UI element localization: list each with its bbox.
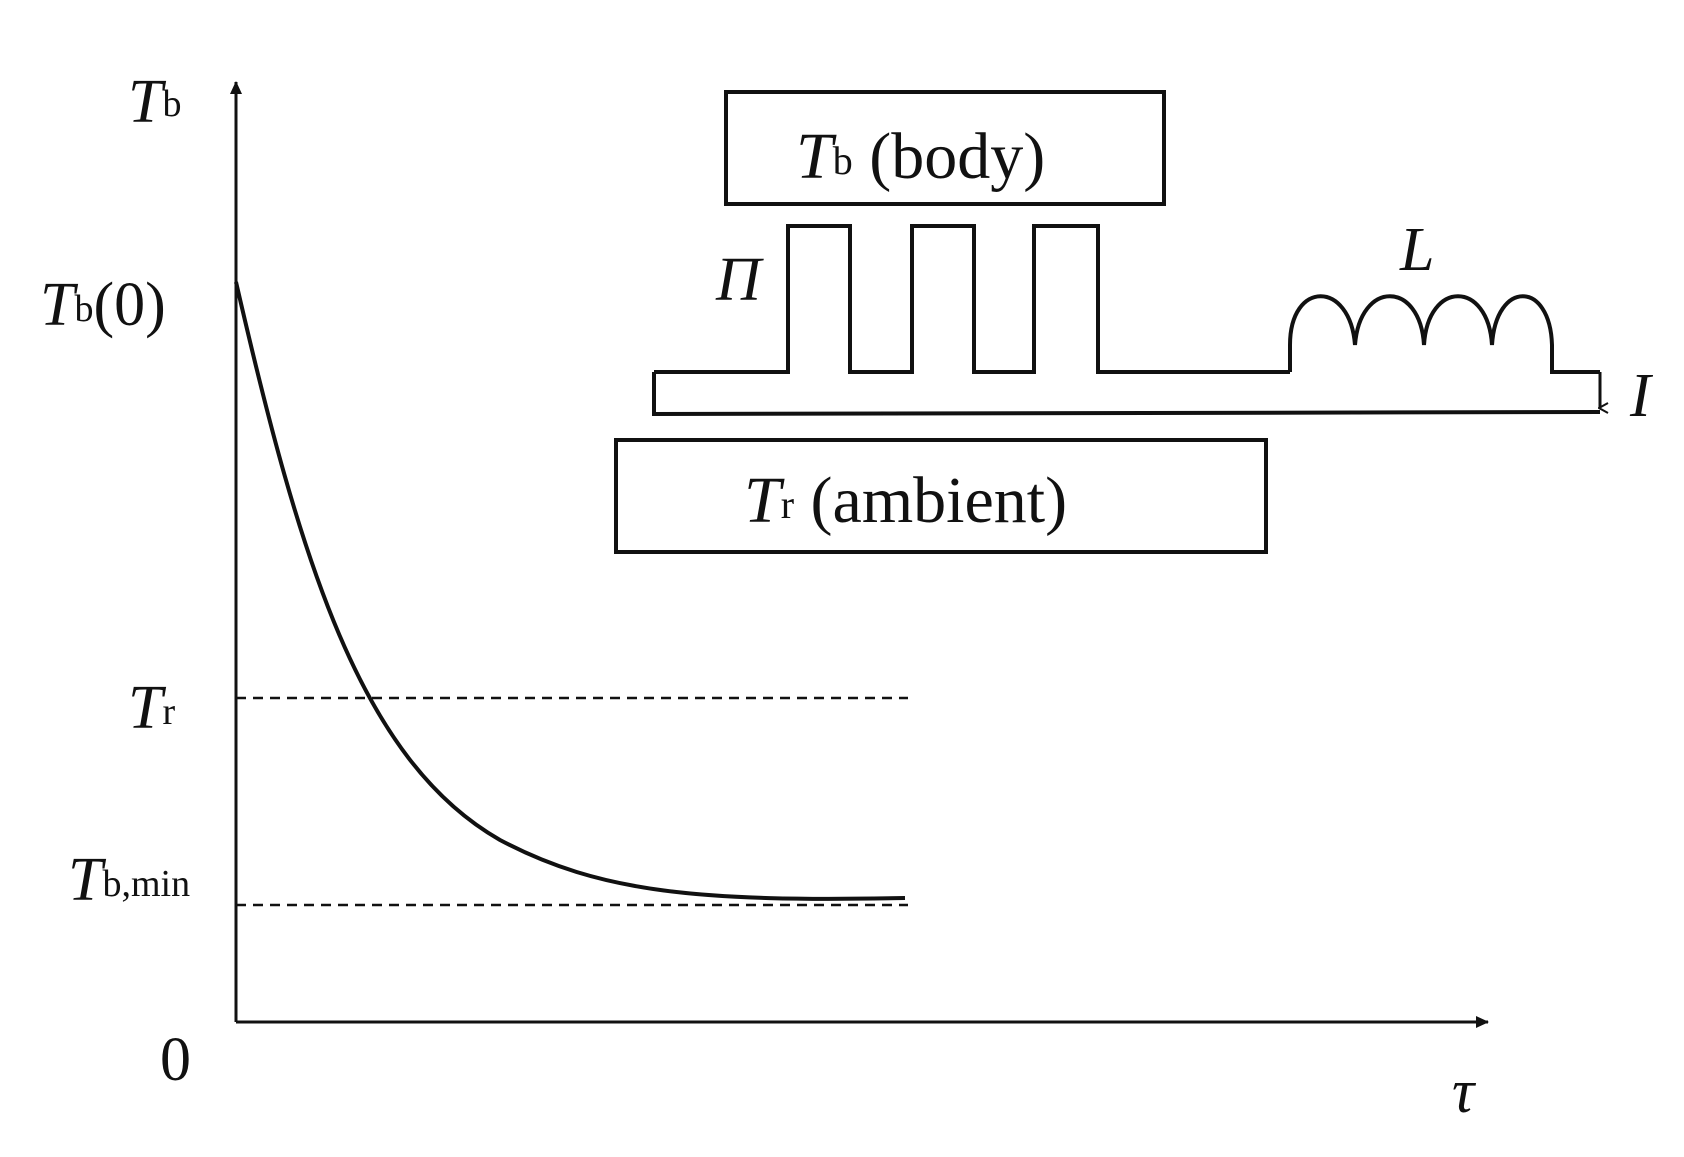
ambient-box (614, 438, 1268, 554)
tick-label-tbmin: Tb,min (68, 846, 190, 914)
body-box (724, 90, 1166, 206)
inductor-coil (1288, 294, 1600, 374)
ambient-box-label: Tr (ambient) (744, 464, 1067, 537)
y-axis-label: Tb (128, 68, 181, 136)
thermoelement-legs (654, 224, 1290, 374)
origin-label: 0 (160, 1026, 191, 1094)
thermoelement-label: Π (715, 246, 764, 314)
tick-label-tr: Tr (128, 674, 175, 742)
current-label: I (1629, 362, 1654, 430)
body-box-label: Tb (body) (796, 120, 1045, 193)
tick-label-tb0: Tb(0) (40, 271, 166, 339)
x-axis-label: τ (1452, 1058, 1477, 1126)
circuit-return-wire (652, 372, 1601, 417)
inductor-label: L (1399, 216, 1434, 284)
body-temperature-curve (234, 281, 906, 901)
